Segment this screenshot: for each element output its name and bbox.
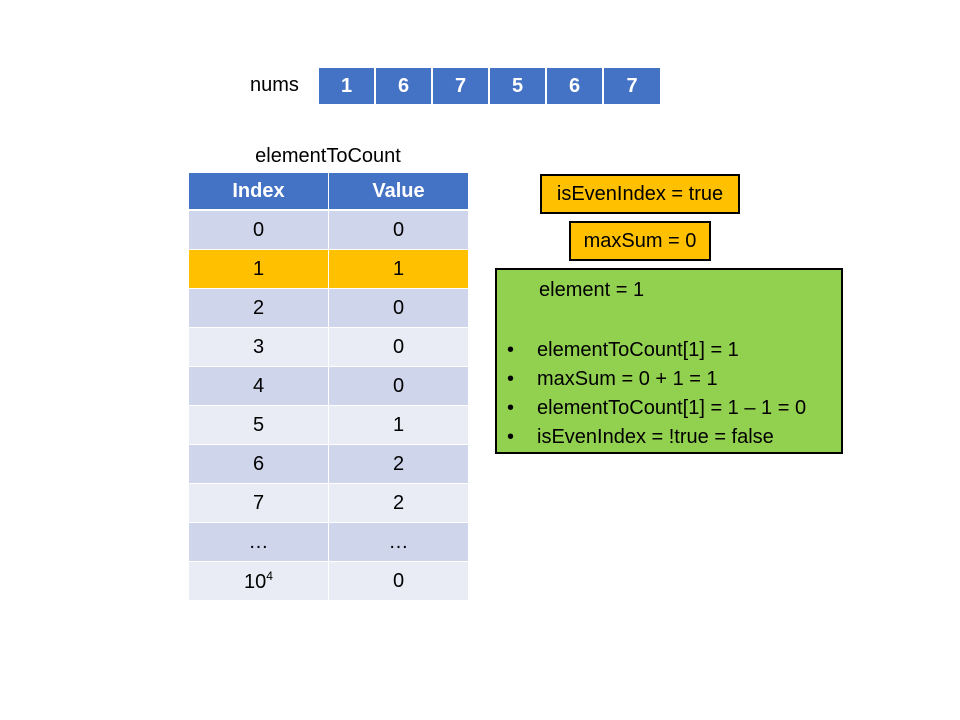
step-bullet-list: elementToCount[1] = 1 maxSum = 0 + 1 = 1… xyxy=(497,336,806,452)
max-sum-box: maxSum = 0 xyxy=(569,221,711,261)
table-row: 5 1 xyxy=(188,405,469,445)
index-exponent: 4 xyxy=(266,568,273,583)
step-bullet: maxSum = 0 + 1 = 1 xyxy=(497,365,806,394)
table-row: 6 2 xyxy=(188,444,469,484)
table-row: 4 0 xyxy=(188,366,469,406)
nums-cell: 1 xyxy=(319,68,376,104)
index-cell: 1 xyxy=(188,249,329,289)
index-cell: 4 xyxy=(188,366,329,406)
table-header-row: Index Value xyxy=(188,172,469,211)
table-row: 104 0 xyxy=(188,561,469,601)
value-cell: 0 xyxy=(328,288,469,328)
step-title: element = 1 xyxy=(539,279,645,301)
index-cell: 0 xyxy=(188,209,329,250)
step-bullet: elementToCount[1] = 1 xyxy=(497,336,806,365)
header-value: Value xyxy=(328,172,469,211)
value-cell: 1 xyxy=(328,249,469,289)
table-row: 2 0 xyxy=(188,288,469,328)
element-count-table: Index Value 0 0 1 1 2 0 3 0 4 0 5 1 6 xyxy=(188,172,469,601)
nums-cell: 6 xyxy=(376,68,433,104)
index-cell: 5 xyxy=(188,405,329,445)
step-explanation-box: element = 1 elementToCount[1] = 1 maxSum… xyxy=(495,268,843,454)
index-cell: 2 xyxy=(188,288,329,328)
table-row-highlighted: 1 1 xyxy=(188,249,469,289)
index-cell: 6 xyxy=(188,444,329,484)
value-cell: 2 xyxy=(328,483,469,523)
step-bullet: isEvenIndex = !true = false xyxy=(497,423,806,452)
table-title: elementToCount xyxy=(255,145,401,167)
table-row: 3 0 xyxy=(188,327,469,367)
value-cell: 0 xyxy=(328,327,469,367)
value-cell: 0 xyxy=(328,561,469,601)
index-cell: 3 xyxy=(188,327,329,367)
table-row: … … xyxy=(188,522,469,562)
value-cell: 2 xyxy=(328,444,469,484)
is-even-index-box: isEvenIndex = true xyxy=(540,174,740,214)
index-cell: 104 xyxy=(188,561,329,601)
nums-cell: 5 xyxy=(490,68,547,104)
value-cell: 1 xyxy=(328,405,469,445)
nums-array: 1 6 7 5 6 7 xyxy=(319,68,660,104)
nums-label: nums xyxy=(250,74,299,96)
nums-cell: 6 xyxy=(547,68,604,104)
index-cell: … xyxy=(188,522,329,562)
index-cell: 7 xyxy=(188,483,329,523)
header-index: Index xyxy=(188,172,329,211)
step-bullet: elementToCount[1] = 1 – 1 = 0 xyxy=(497,394,806,423)
table-row: 7 2 xyxy=(188,483,469,523)
table-row: 0 0 xyxy=(188,209,469,250)
value-cell: … xyxy=(328,522,469,562)
value-cell: 0 xyxy=(328,366,469,406)
nums-cell: 7 xyxy=(433,68,490,104)
value-cell: 0 xyxy=(328,209,469,250)
index-base: 10 xyxy=(244,570,267,593)
nums-cell: 7 xyxy=(604,68,660,104)
